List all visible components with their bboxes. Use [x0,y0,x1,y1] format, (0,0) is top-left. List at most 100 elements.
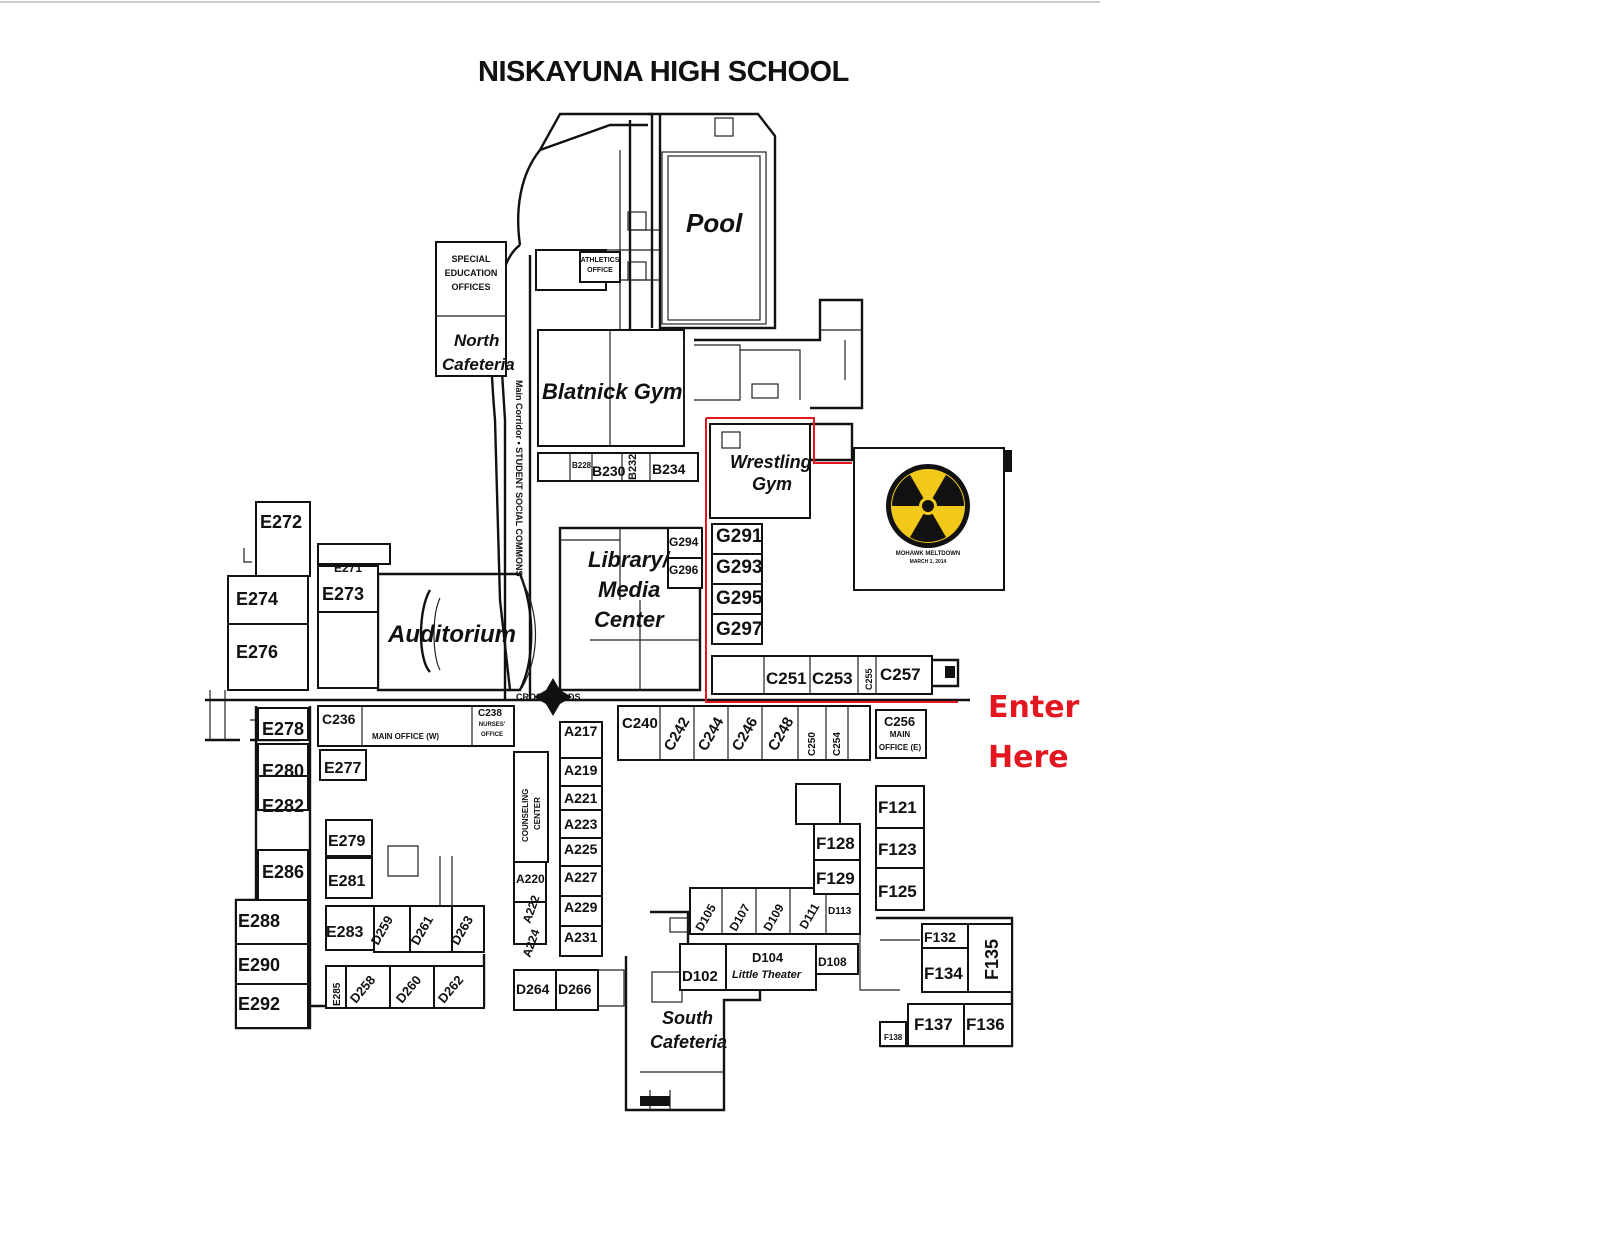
room-f136: F136 [966,1015,1005,1034]
logo-caption-line1: MOHAWK MELTDOWN [896,551,961,557]
room-a225: A225 [564,841,598,857]
athletics-office-label-line1: ATHLETICS [581,257,620,264]
room-a219: A219 [564,762,598,778]
room-b230: B230 [592,463,626,479]
main-corridor-label: Main Corridor • STUDENT SOCIAL COMMONS [514,380,524,577]
room-a221: A221 [564,790,598,806]
room-c250: C250 [807,732,818,756]
room-f132: F132 [924,929,956,945]
little-theater-label: Little Theater [732,969,802,981]
mohawk-meltdown-logo: MOHAWK MELTDOWN MARCH 1, 2014 [886,464,970,565]
nurses-office-label-line2: OFFICE [481,732,503,738]
special-ed-label-line3: OFFICES [451,282,490,292]
room-d104: D104 [752,950,784,965]
room-a217: A217 [564,723,598,739]
entrance-label-line2: Here [988,740,1069,775]
logo-caption-line2: MARCH 1, 2014 [910,559,947,565]
counseling-label-line1: COUNSELING [521,789,530,842]
room-g293: G293 [716,557,762,578]
room-b228: B228 [572,461,592,470]
room-f134: F134 [924,964,963,983]
room-d102: D102 [682,968,718,985]
room-e280: E280 [262,761,304,781]
room-e271: E271 [334,561,362,575]
room-c255: C255 [864,668,874,690]
wrestling-gym-label-line1: Wrestling [730,452,812,472]
special-ed-label-line2: EDUCATION [445,268,498,278]
room-c251: C251 [766,669,807,688]
main-office-w-label: MAIN OFFICE (W) [372,732,439,741]
pool-label: Pool [686,208,743,238]
building-walls [205,112,1014,1112]
room-g296: G296 [669,563,699,577]
room-b234: B234 [652,461,686,477]
entrance-label-line1: Enter [988,690,1080,725]
room-a227: A227 [564,869,598,885]
room-e273: E273 [322,584,364,604]
library-label-line2: Media [598,577,660,602]
entrance-route-line [705,417,958,703]
room-g297: G297 [716,619,762,640]
room-e281: E281 [328,873,365,890]
room-f138: F138 [884,1033,903,1042]
athletics-office-label-line2: OFFICE [587,267,613,274]
room-a231: A231 [564,929,598,945]
room-a220: A220 [516,872,545,886]
room-c254: C254 [832,732,843,756]
room-e272: E272 [260,512,302,532]
room-e277: E277 [324,760,361,777]
room-e286: E286 [262,862,304,882]
room-f125: F125 [878,882,917,901]
room-d113: D113 [828,906,852,917]
room-f121: F121 [878,798,917,817]
room-e288: E288 [238,911,280,931]
room-e276: E276 [236,642,278,662]
north-cafeteria-label-line1: North [454,331,499,350]
room-c257: C257 [880,665,921,684]
room-d108: D108 [818,955,847,969]
room-g291: G291 [716,526,763,547]
room-d266: D266 [558,981,592,997]
wrestling-gym-label-line2: Gym [752,474,792,494]
north-cafeteria-label-line2: Cafeteria [442,355,515,374]
room-e285: E285 [332,982,343,1006]
map-title: NISKAYUNA HIGH SCHOOL [478,56,849,88]
room-e292: E292 [238,994,280,1014]
room-e283: E283 [326,924,363,941]
nurses-office-label-line1: NURSES' [479,722,506,728]
south-cafeteria-label-line1: South [662,1008,713,1028]
counseling-label-line2: CENTER [533,797,542,830]
main-office-e-label-line1: MAIN [890,730,911,739]
room-c240: C240 [622,715,658,732]
room-e290: E290 [238,955,280,975]
room-f129: F129 [816,869,855,888]
room-e278: E278 [262,719,304,739]
room-f137: F137 [914,1015,953,1034]
room-e282: E282 [262,796,304,816]
main-office-e-label-line2: OFFICE (E) [879,743,922,752]
room-b232: B232 [627,454,639,480]
room-g294: G294 [669,535,699,549]
room-d264: D264 [516,981,550,997]
room-e274: E274 [236,589,278,609]
library-label-line3: Center [594,607,665,632]
blatnick-gym-label: Blatnick Gym [542,379,683,404]
room-a223: A223 [564,816,598,832]
room-f135: F135 [982,939,1002,980]
room-c236: C236 [322,711,356,727]
crossroads-star-icon [534,678,572,716]
room-c256: C256 [884,714,915,729]
room-c253: C253 [812,669,853,688]
room-e279: E279 [328,833,365,850]
room-f123: F123 [878,840,917,859]
room-a229: A229 [564,899,598,915]
south-cafeteria-label-line2: Cafeteria [650,1032,727,1052]
library-label-line1: Library/ [588,547,672,572]
special-ed-label-line1: SPECIAL [451,254,491,264]
room-g295: G295 [716,588,763,609]
room-f128: F128 [816,834,855,853]
crossroads-label: CROSSROADS [516,692,581,702]
room-c238: C238 [478,708,502,719]
auditorium-label: Auditorium [387,621,516,648]
